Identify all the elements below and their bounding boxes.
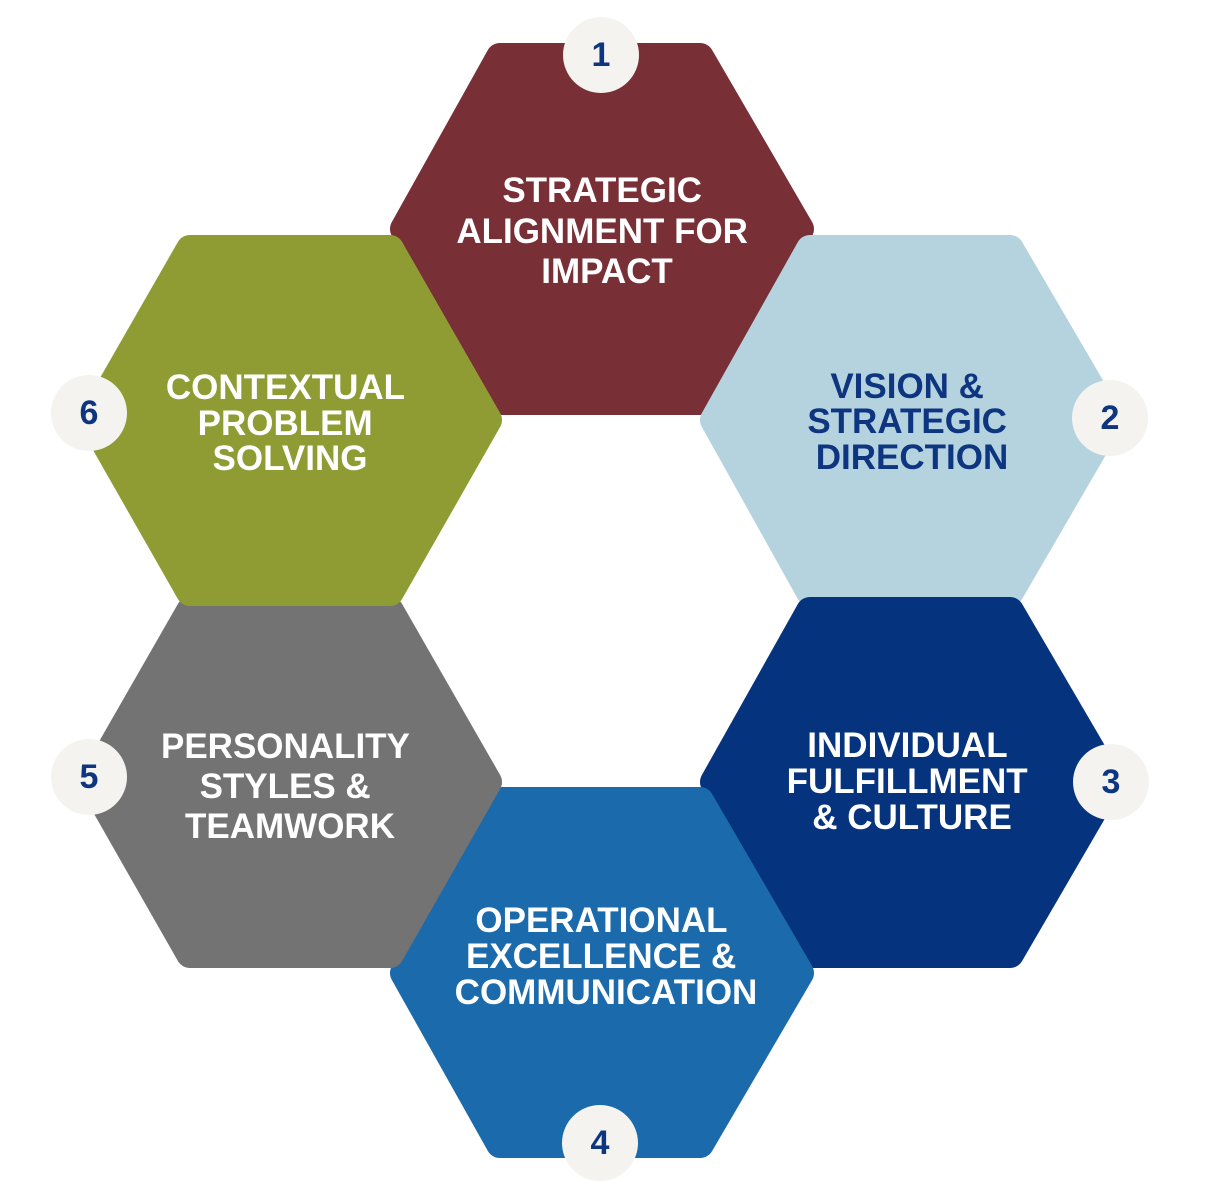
segment-4-number-badge [562, 1105, 638, 1181]
segment-3-hexagon [700, 597, 1124, 968]
segment-4-hexagon [390, 787, 814, 1158]
segment-4-label: OPERATIONAL EXCELLENCE & COMMUNICATION [455, 901, 758, 1012]
segment-1-number: 1 [592, 36, 611, 74]
segment-1-label-line-1: STRATEGIC [502, 171, 702, 210]
segment-4-number: 4 [591, 1124, 610, 1162]
segment-5-number: 5 [80, 758, 99, 796]
segment-6-label-line-1: CONTEXTUAL [166, 368, 405, 407]
segment-6-number: 6 [80, 394, 99, 432]
segment-3-label-line-2: FULFILLMENT [787, 762, 1028, 801]
segment-5-label-line-2: STYLES & [200, 767, 371, 806]
segment-1-label-line-2: ALIGNMENT FOR [456, 212, 748, 251]
segment-5: PERSONALITY STYLES & TEAMWORK 5 [51, 597, 502, 968]
segment-2: VISION & STRATEGIC DIRECTION 2 [700, 235, 1148, 606]
segment-3-number-badge [1073, 744, 1149, 820]
segment-3-label-line-1: INDIVIDUAL [807, 726, 1007, 765]
segment-5-label-line-1: PERSONALITY [161, 727, 410, 766]
segment-4-label-line-3: COMMUNICATION [455, 973, 758, 1012]
segment-6: CONTEXTUAL PROBLEM SOLVING 6 [51, 235, 502, 606]
segment-1: STRATEGIC ALIGNMENT FOR IMPACT 1 [390, 17, 814, 415]
segment-4-label-line-2: EXCELLENCE & [466, 937, 736, 976]
segment-6-label-line-3: SOLVING [213, 439, 368, 478]
segment-2-label: VISION & STRATEGIC DIRECTION [807, 367, 1016, 477]
segment-5-label: PERSONALITY STYLES & TEAMWORK [161, 727, 419, 846]
segment-2-label-line-3: DIRECTION [816, 438, 1009, 477]
segment-3-number: 3 [1102, 763, 1121, 801]
segment-3-label-line-3: & CULTURE [812, 798, 1012, 837]
segment-3-label: INDIVIDUAL FULFILLMENT & CULTURE [787, 726, 1038, 837]
segment-1-number-badge [563, 17, 639, 93]
segment-5-label-line-3: TEAMWORK [185, 807, 395, 846]
segment-1-label-line-3: IMPACT [541, 252, 673, 291]
segment-1-hexagon [390, 43, 814, 415]
segment-2-number: 2 [1101, 399, 1120, 437]
segment-2-hexagon [700, 235, 1124, 606]
segment-2-label-line-2: STRATEGIC [807, 402, 1007, 441]
segment-6-label: CONTEXTUAL PROBLEM SOLVING [166, 368, 414, 478]
segment-4-label-line-1: OPERATIONAL [475, 901, 727, 940]
segment-2-number-badge [1072, 380, 1148, 456]
segment-4: OPERATIONAL EXCELLENCE & COMMUNICATION 4 [390, 787, 814, 1181]
segment-6-number-badge [51, 375, 127, 451]
segment-3: INDIVIDUAL FULFILLMENT & CULTURE 3 [700, 597, 1149, 968]
segment-5-number-badge [51, 739, 127, 815]
segment-2-label-line-1: VISION & [830, 367, 984, 406]
segment-6-label-line-2: PROBLEM [198, 404, 373, 443]
segment-1-label: STRATEGIC ALIGNMENT FOR IMPACT [456, 171, 757, 291]
